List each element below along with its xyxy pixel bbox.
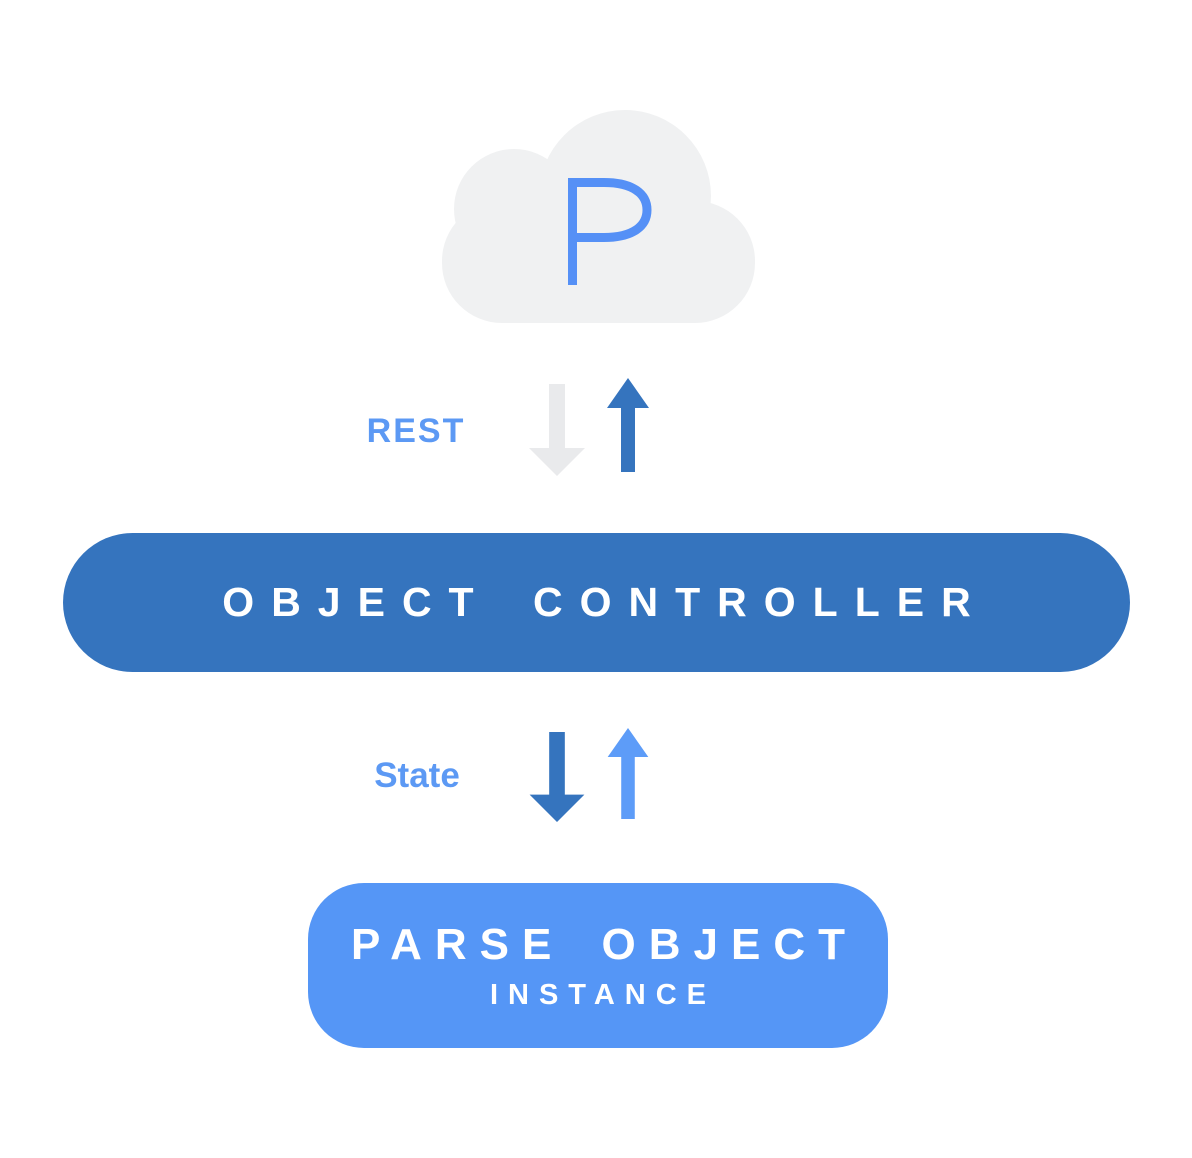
parse-object-label: PARSE OBJECT xyxy=(350,919,859,969)
parse-object-instance-box: PARSE OBJECT INSTANCE xyxy=(308,883,888,1048)
parse-p-letter xyxy=(568,178,652,285)
object-controller-label: OBJECT CONTROLLER xyxy=(222,579,988,625)
state-label: State xyxy=(374,756,460,795)
state-down-arrow-icon xyxy=(529,732,585,822)
instance-label: INSTANCE xyxy=(489,978,717,1011)
rest-up-arrow-icon xyxy=(607,378,649,472)
parse-cloud-icon xyxy=(442,110,755,323)
rest-down-arrow-icon xyxy=(529,384,585,476)
state-up-arrow-icon xyxy=(607,728,649,819)
object-controller-box: OBJECT CONTROLLER xyxy=(63,533,1130,672)
rest-label: REST xyxy=(366,412,466,450)
